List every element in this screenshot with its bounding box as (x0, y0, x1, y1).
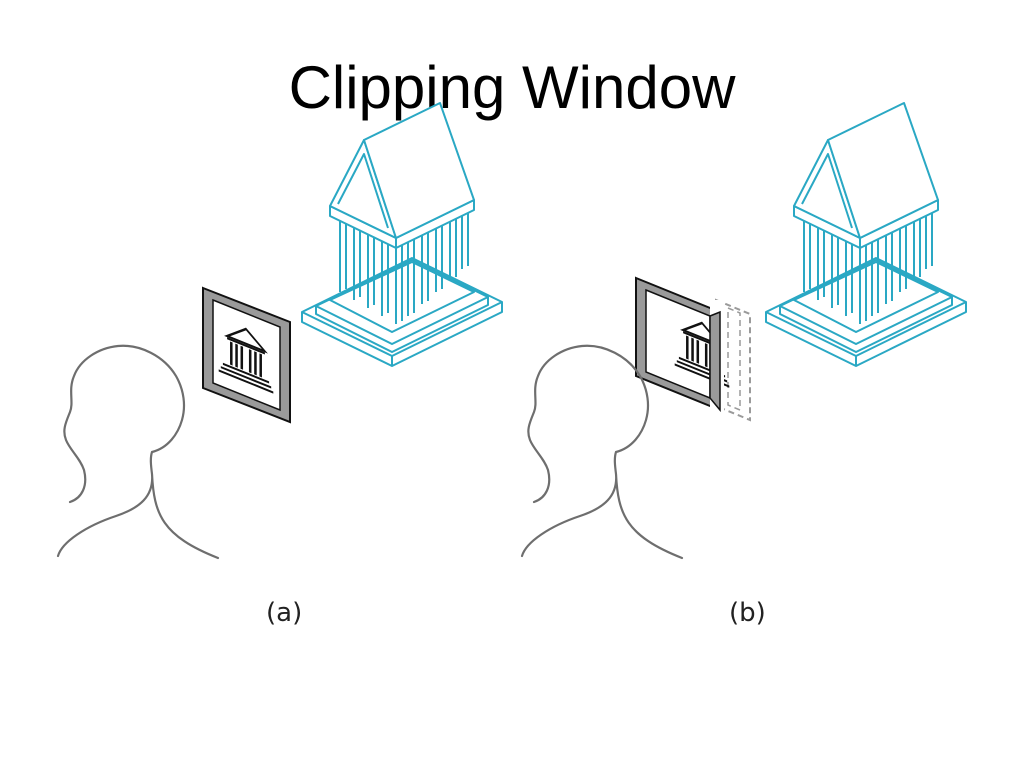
caption-a: (a) (266, 598, 303, 628)
caption-b: (b) (729, 598, 766, 628)
slide-title: Clipping Window (288, 54, 736, 121)
person-head-icon (56, 344, 220, 560)
temple-icon (301, 102, 503, 367)
clipping-window-icon (202, 286, 291, 424)
clipping-window-icon (635, 276, 731, 420)
temple-icon (765, 102, 967, 367)
panel-b (520, 102, 967, 560)
panel-a (56, 102, 503, 560)
